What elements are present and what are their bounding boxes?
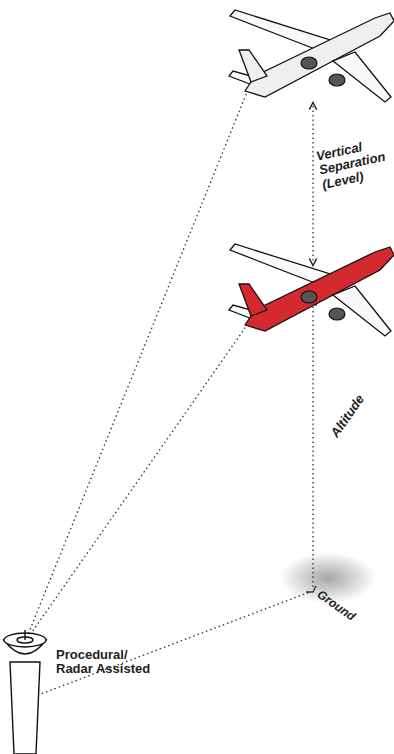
upper-aircraft [229,10,394,102]
lower-aircraft [229,244,394,336]
radar-tower [4,630,46,754]
radar-line [25,592,310,700]
radar-line [25,92,247,642]
ground-tick [306,586,316,592]
altitude-label: Altitude [328,392,367,440]
radar-line [25,318,252,642]
separation-label: Vertical Separation (Level) [315,136,390,192]
altitude-arrow [312,302,313,588]
separation-arrow [312,106,313,262]
radar-label: Procedural/ Radar Assisted [56,648,164,677]
